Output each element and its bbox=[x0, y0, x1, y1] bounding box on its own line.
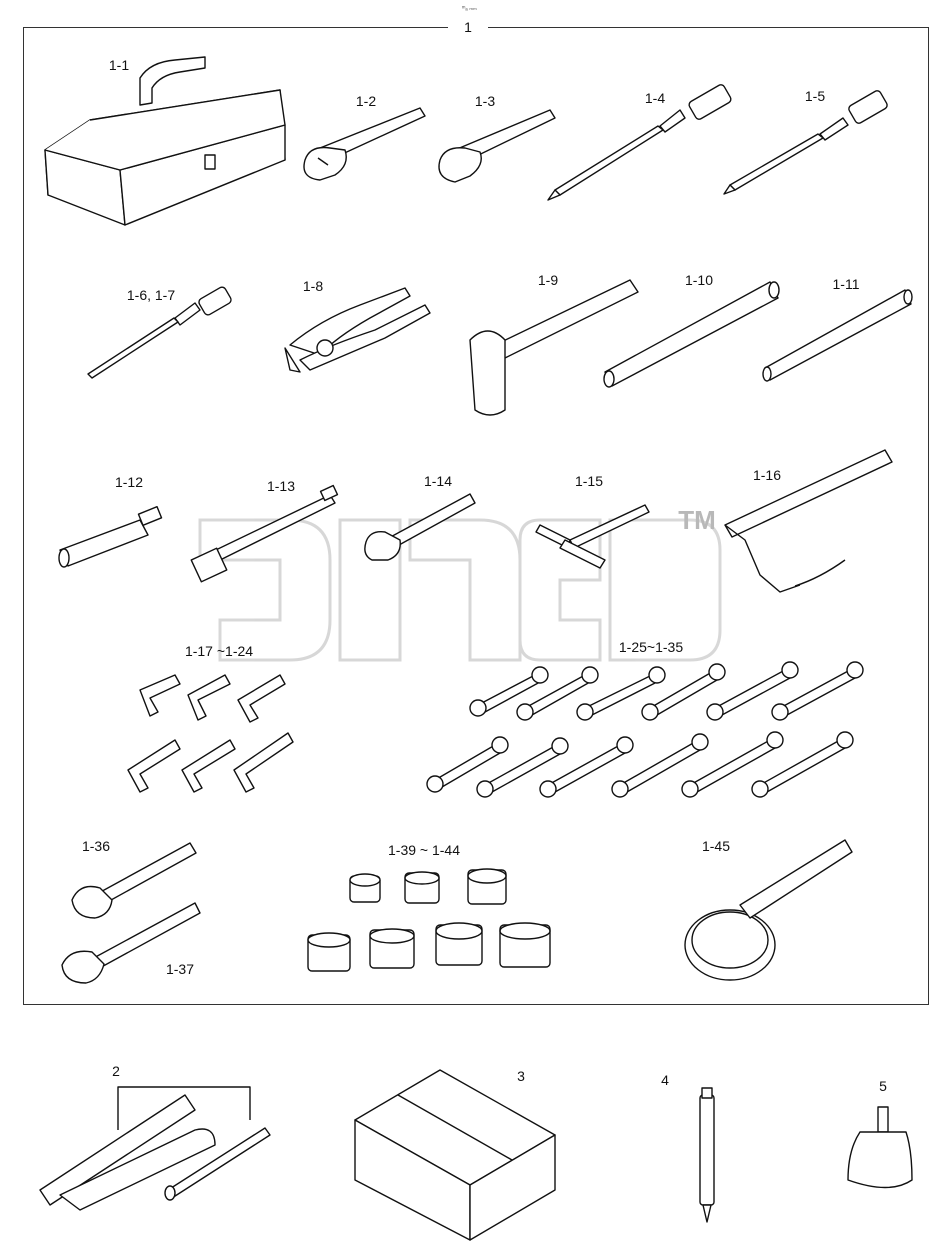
wrench-small-icon bbox=[303, 107, 426, 181]
wrench-medium-icon bbox=[438, 109, 556, 183]
label-1-1: 1-1 bbox=[108, 57, 130, 73]
label-1-37: 1-37 bbox=[165, 961, 195, 977]
label-1-14: 1-14 bbox=[423, 473, 453, 489]
tube-large-icon bbox=[603, 281, 780, 388]
label-1-2: 1-2 bbox=[355, 93, 377, 109]
bar-icon bbox=[699, 1087, 715, 1223]
label-1-4: 1-4 bbox=[644, 90, 666, 106]
long-extension-icon bbox=[190, 484, 339, 583]
rod-icon bbox=[762, 289, 913, 382]
label-1-12: 1-12 bbox=[114, 474, 144, 490]
label-main: 1 bbox=[464, 19, 472, 35]
screwdriver-phillips-icon bbox=[723, 90, 888, 195]
label-4: 4 bbox=[661, 1072, 669, 1088]
oil-can-icon bbox=[847, 1106, 913, 1189]
filter-wrench-icon bbox=[684, 839, 853, 981]
label-1-6: 1-6, 1-7 bbox=[126, 287, 176, 303]
t-handle-icon bbox=[535, 504, 650, 569]
ratchet-icon bbox=[364, 493, 476, 561]
label-3: 3 bbox=[517, 1068, 525, 1084]
pliers-icon bbox=[284, 287, 431, 373]
screwdriver-small-icon bbox=[87, 286, 232, 379]
socket-extension-icon bbox=[58, 505, 163, 568]
label-1-36: 1-36 bbox=[81, 838, 111, 854]
label-1-3: 1-3 bbox=[474, 93, 496, 109]
spanners-icon bbox=[426, 661, 864, 798]
label-spanners: 1-25~1-35 bbox=[618, 639, 684, 655]
screwdriver-flat-icon bbox=[547, 84, 732, 201]
label-spline-sockets: 1-39 ~ 1-44 bbox=[388, 842, 460, 858]
label-1-8: 1-8 bbox=[302, 278, 324, 294]
label-1-16: 1-16 bbox=[752, 467, 782, 483]
label-1-13: 1-13 bbox=[266, 478, 296, 494]
toolbox-icon bbox=[44, 56, 286, 226]
label-2: 2 bbox=[112, 1063, 120, 1079]
label-1-45: 1-45 bbox=[701, 838, 731, 854]
hex-keys-icon bbox=[127, 674, 294, 793]
hammer-icon bbox=[469, 279, 639, 416]
label-hex-keys: 1-17 ~1-24 bbox=[184, 643, 254, 659]
label-5: 5 bbox=[879, 1078, 887, 1094]
grease-gun-icon bbox=[39, 1086, 271, 1211]
label-1-9: 1-9 bbox=[537, 272, 559, 288]
chain-wrench-icon bbox=[724, 449, 893, 593]
label-1-15: 1-15 bbox=[574, 473, 604, 489]
label-1-11: 1-11 bbox=[832, 276, 860, 292]
spline-sockets-icon bbox=[307, 868, 551, 972]
hook-spanner-icon bbox=[71, 842, 197, 919]
label-1-5: 1-5 bbox=[804, 88, 826, 104]
label-1-10: 1-10 bbox=[684, 272, 714, 288]
hook-spanner-2-icon bbox=[61, 902, 201, 984]
header-mark: ᵐₐ ₘₘ bbox=[462, 6, 477, 12]
box-icon bbox=[354, 1069, 556, 1241]
